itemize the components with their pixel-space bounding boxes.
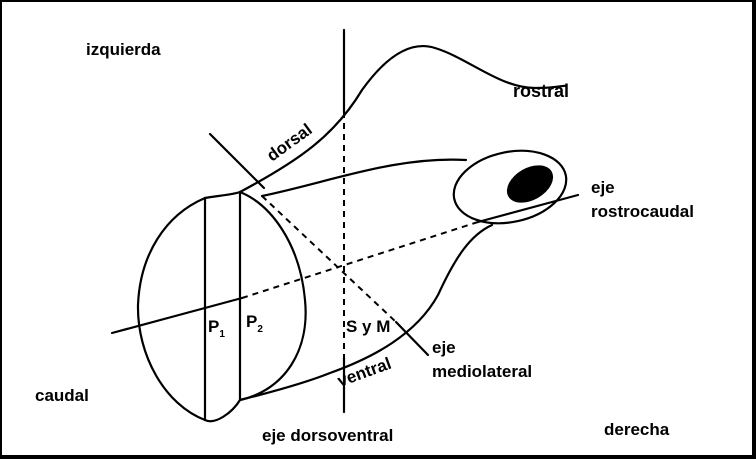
label-dorsal: dorsal [263,120,315,165]
label-p2: P2 [246,312,263,335]
label-s-y-m: S y M [346,317,390,336]
label-p1: P1 [208,317,225,340]
label-eje-dorsoventral: eje dorsoventral [262,426,393,445]
label-derecha: derecha [604,420,670,439]
caudal-section-p2 [240,192,306,400]
label-eje-rostrocaudal-2: rostrocaudal [591,202,694,221]
mediolateral-axis-dashed [262,196,396,322]
label-p1-sub: 1 [219,329,225,340]
dorsal-axis-line [210,134,264,188]
label-eje-mediolateral-2: mediolateral [432,362,532,381]
label-p2-sub: 2 [257,324,263,335]
rostrocaudal-axis-left [112,298,242,333]
caudal-section-p1 [138,192,240,421]
label-eje-rostrocaudal-1: eje [591,178,615,197]
body-outline-top [240,46,566,192]
label-rostral: rostral [513,81,569,101]
inner-contour [262,160,466,196]
label-eje-mediolateral-1: eje [432,338,456,357]
label-izquierda: izquierda [86,40,161,59]
label-caudal: caudal [35,386,89,405]
